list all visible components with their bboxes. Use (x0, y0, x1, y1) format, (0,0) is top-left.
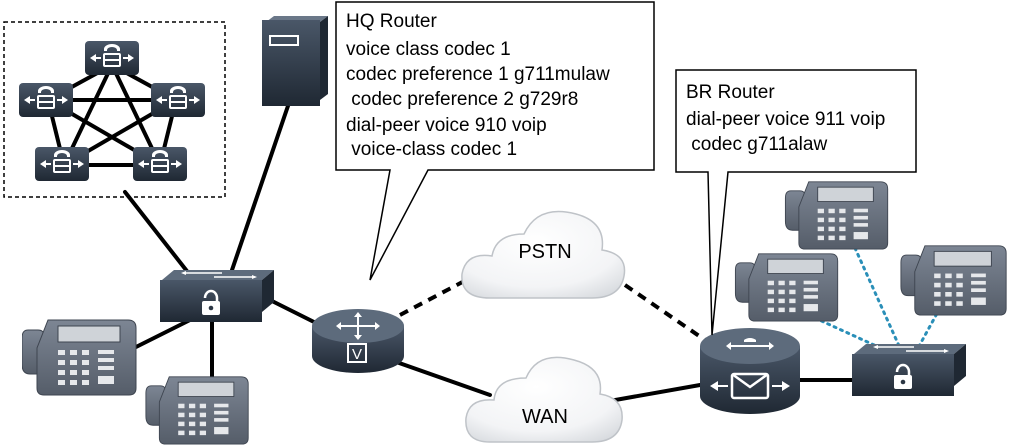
call-manager-cluster (3, 21, 226, 198)
hq-callout-line: codec preference 1 g711mulaw (346, 64, 610, 85)
br-router-callout: BR Router dial-peer voice 911 voip codec… (675, 69, 917, 336)
br-callout-title: BR Router (686, 82, 775, 103)
call-manager-icon (34, 146, 90, 182)
pstn-cloud: PSTN (461, 210, 626, 299)
ip-phone-icon (145, 376, 249, 445)
hq-router-badge: V (352, 346, 362, 363)
wan-label: WAN (522, 406, 568, 428)
secure-switch-icon (850, 342, 968, 398)
secure-switch-icon (158, 268, 276, 324)
voice-gateway-router-icon (700, 328, 800, 414)
ip-phone-icon (784, 181, 889, 250)
voice-router-icon: V (312, 309, 404, 373)
pstn-label: PSTN (518, 241, 571, 263)
ip-phone-icon (734, 253, 839, 322)
br-callout-line: dial-peer voice 911 voip (686, 109, 885, 130)
hq-callout-title: HQ Router (346, 11, 437, 32)
call-manager-icon (132, 146, 188, 182)
br-callout-line: codec g711alaw (686, 134, 827, 155)
server-icon (262, 16, 328, 106)
wan-cloud: WAN (465, 356, 623, 443)
hq-callout-line: codec preference 2 g729r8 (346, 89, 578, 110)
call-manager-icon (18, 82, 74, 118)
call-manager-icon (150, 82, 206, 118)
hq-callout-line: voice-class codec 1 (346, 139, 517, 160)
hq-callout-line: voice class codec 1 (346, 39, 511, 60)
pstn-links (399, 276, 707, 342)
hq-callout-line: dial-peer voice 910 voip (346, 115, 547, 136)
hq-router-callout: HQ Router voice class codec 1 codec pref… (335, 1, 655, 281)
call-manager-icon (84, 40, 140, 76)
ip-phone-icon (900, 245, 1007, 316)
ip-phone-icon (22, 319, 137, 396)
